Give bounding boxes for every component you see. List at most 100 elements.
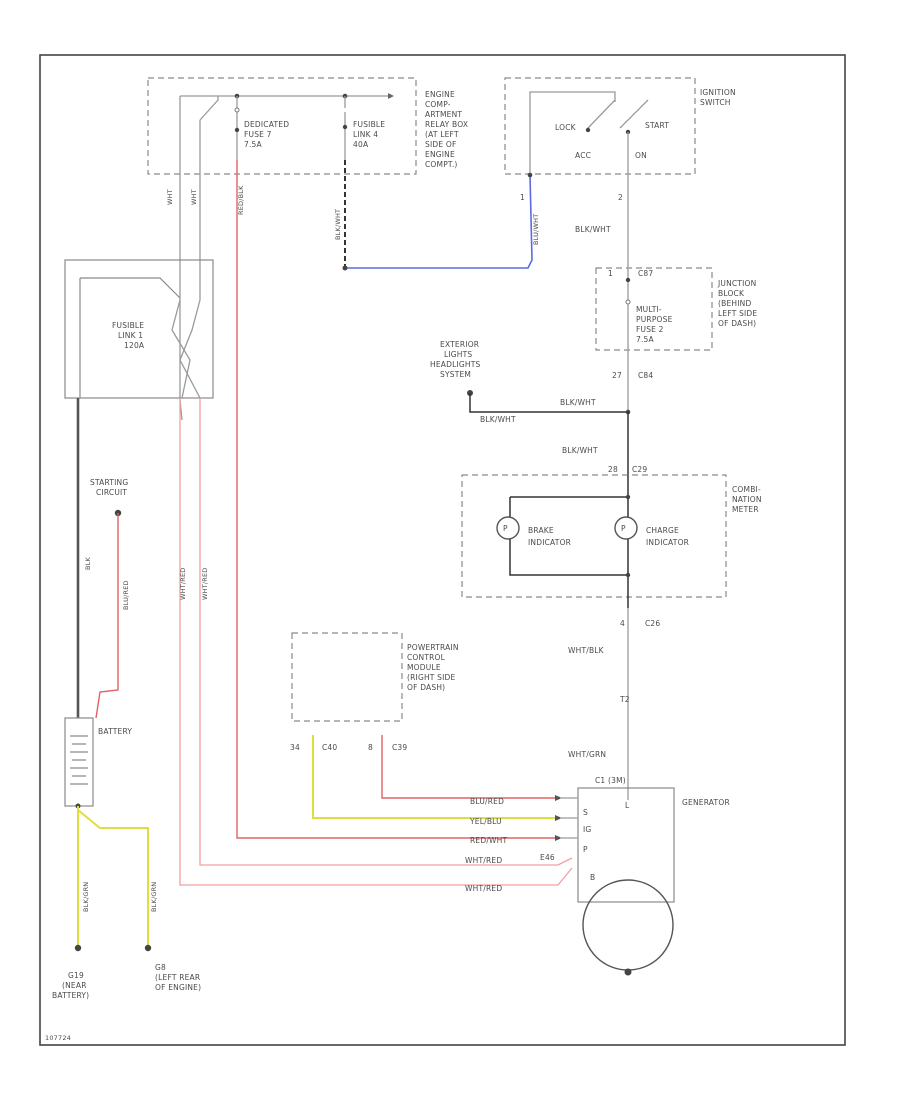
label-wht-red-v1: WHT/RED xyxy=(179,567,187,600)
svg-text:(AT LEFT: (AT LEFT xyxy=(425,130,459,139)
svg-text:IGNITION: IGNITION xyxy=(700,88,736,97)
fusible-link-1-inner xyxy=(80,277,181,299)
brake-bulb-glyph: P xyxy=(503,524,508,533)
ignition-contact xyxy=(587,99,616,129)
svg-text:LINK 4: LINK 4 xyxy=(353,130,378,139)
svg-text:DEDICATED: DEDICATED xyxy=(244,120,289,129)
arrow-red-wht xyxy=(555,835,562,841)
svg-text:COMPT.): COMPT.) xyxy=(425,160,458,169)
svg-text:INDICATOR: INDICATOR xyxy=(528,538,571,547)
pcm-pin-b: 8 xyxy=(368,743,373,752)
svg-text:G8: G8 xyxy=(155,963,166,972)
label-wht-red-2: WHT/RED xyxy=(465,884,502,893)
svg-text:ACC: ACC xyxy=(575,151,591,160)
svg-text:OF DASH): OF DASH) xyxy=(407,683,445,692)
svg-text:CONTROL: CONTROL xyxy=(407,653,446,662)
svg-text:G19: G19 xyxy=(68,971,84,980)
conn-2: 2 xyxy=(618,193,623,202)
label-blu-wht-v: BLU/WHT xyxy=(532,214,540,245)
gen-conn-b: E46 xyxy=(540,853,555,862)
ground-terminal-g8 xyxy=(144,944,152,952)
label-blk-wht-v: BLK/WHT xyxy=(334,209,342,240)
combination-meter-label: COMBI- NATION METER xyxy=(732,485,762,514)
svg-text:ON: ON xyxy=(635,151,647,160)
svg-text:OF DASH): OF DASH) xyxy=(718,319,756,328)
label-blk-wht-2: BLK/WHT xyxy=(560,398,596,407)
svg-text:FUSE 2: FUSE 2 xyxy=(636,325,664,334)
svg-text:MODULE: MODULE xyxy=(407,663,441,672)
svg-text:SIDE OF: SIDE OF xyxy=(425,140,457,149)
jb-pin: 1 xyxy=(608,269,613,278)
brake-indicator-label: BRAKE INDICATOR xyxy=(528,526,571,547)
label-blk-wht-4: BLK/WHT xyxy=(562,446,598,455)
generator-box xyxy=(577,787,675,903)
svg-text:7.5A: 7.5A xyxy=(244,140,263,149)
engine-relay-box-label: ENGINE COMP- ARTMENT RELAY BOX (AT LEFT … xyxy=(425,90,468,169)
c29-conn: C29 xyxy=(632,465,647,474)
c84-conn: C84 xyxy=(638,371,653,380)
label-wht-b: WHT xyxy=(190,189,198,205)
svg-text:FUSIBLE: FUSIBLE xyxy=(353,120,385,129)
generator-ground xyxy=(624,968,632,976)
battery-symbol xyxy=(64,717,94,807)
svg-text:S: S xyxy=(583,808,588,817)
exterior-lights-label: EXTERIOR LIGHTS HEADLIGHTS SYSTEM xyxy=(430,340,481,379)
fusible-link-4-label: FUSIBLE LINK 4 40A xyxy=(353,120,385,149)
label-blu-red-v: BLU/RED xyxy=(122,580,130,610)
label-wht-blk: WHT/BLK xyxy=(568,646,605,655)
label-gnd-b: BLK/GRN xyxy=(150,882,158,912)
svg-text:JUNCTION: JUNCTION xyxy=(717,279,756,288)
pcm-conn-a: C40 xyxy=(322,743,337,752)
svg-text:SYSTEM: SYSTEM xyxy=(440,370,471,379)
combination-meter-outline xyxy=(461,474,727,598)
charge-indicator-bulb xyxy=(614,516,638,540)
svg-text:COMBI-: COMBI- xyxy=(732,485,761,494)
gen-conn: C1 (3M) xyxy=(595,776,626,785)
label-blk-wht-3: BLK/WHT xyxy=(480,415,516,424)
fuse-element xyxy=(234,107,240,113)
c26-pin: 4 xyxy=(620,619,625,628)
splice-node xyxy=(342,265,348,271)
wire-wht-red-1 xyxy=(179,398,573,886)
svg-text:START: START xyxy=(645,121,669,130)
svg-text:CIRCUIT: CIRCUIT xyxy=(96,488,127,497)
svg-text:HEADLIGHTS: HEADLIGHTS xyxy=(430,360,481,369)
svg-text:LEFT SIDE: LEFT SIDE xyxy=(718,309,757,318)
svg-text:STARTING: STARTING xyxy=(90,478,128,487)
wire-blk-wht-branch xyxy=(469,393,628,413)
svg-text:SWITCH: SWITCH xyxy=(700,98,731,107)
svg-text:NATION: NATION xyxy=(732,495,762,504)
label-red-wht: RED/WHT xyxy=(470,836,508,845)
svg-text:BRAKE: BRAKE xyxy=(528,526,554,535)
pcm-pin-a: 34 xyxy=(290,743,300,752)
arrow-blu-red xyxy=(555,795,562,801)
svg-text:120A: 120A xyxy=(124,341,145,350)
arrow-yel-blu xyxy=(555,815,562,821)
svg-text:METER: METER xyxy=(732,505,759,514)
fuse-node xyxy=(234,127,240,133)
generator-circle xyxy=(582,879,674,971)
svg-text:CHARGE: CHARGE xyxy=(646,526,679,535)
fusible-link-1-element-b xyxy=(179,299,201,399)
svg-text:7.5A: 7.5A xyxy=(636,335,655,344)
fusible-link-1-element xyxy=(171,299,191,399)
pcm-outline xyxy=(291,632,403,722)
jb-node xyxy=(625,277,631,283)
svg-text:IG: IG xyxy=(583,825,591,834)
svg-text:LINK 1: LINK 1 xyxy=(118,331,143,340)
brake-indicator-bulb xyxy=(496,516,520,540)
c29-pin: 28 xyxy=(608,465,618,474)
pcm-label: POWERTRAIN CONTROL MODULE (RIGHT SIDE OF… xyxy=(407,643,458,692)
svg-text:(BEHIND: (BEHIND xyxy=(718,299,751,308)
svg-text:ENGINE: ENGINE xyxy=(425,90,455,99)
svg-text:EXTERIOR: EXTERIOR xyxy=(440,340,479,349)
fusible-link-1-box xyxy=(64,259,214,399)
wire-blu-red xyxy=(95,513,119,719)
ground-g19-label: G19 (NEAR BATTERY) xyxy=(52,971,89,1000)
dedicated-fuse-label: DEDICATED FUSE 7 7.5A xyxy=(244,120,289,149)
svg-text:OF ENGINE): OF ENGINE) xyxy=(155,983,201,992)
wire-wht-a xyxy=(179,96,183,421)
t2-conn: T2 xyxy=(619,695,630,704)
svg-text:COMP-: COMP- xyxy=(425,100,451,109)
